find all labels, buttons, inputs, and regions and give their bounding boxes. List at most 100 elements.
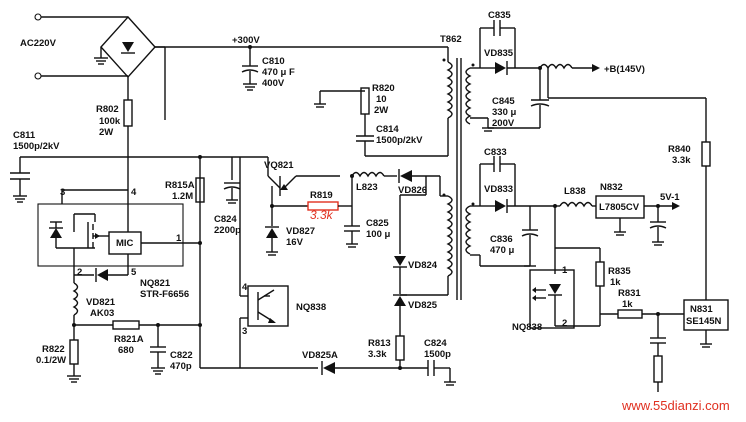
r822-value: 0.1/2W	[36, 355, 67, 366]
r840-name: R840	[668, 144, 691, 155]
c810-value: 470 μ F	[262, 67, 295, 78]
l838-label: L838	[564, 186, 586, 197]
r822-section	[67, 275, 200, 383]
c836-name: C836	[490, 234, 513, 245]
r821a-value: 680	[118, 345, 134, 356]
c822-name: C822	[170, 350, 193, 361]
c825-value: 100 μ	[366, 229, 391, 240]
l823-label: L823	[356, 182, 378, 193]
vd821-diode	[74, 268, 128, 282]
n831-name: N831	[690, 304, 713, 315]
transformer-t862	[442, 58, 475, 300]
pin1-label: 1	[176, 233, 182, 244]
vd825a-label: VD825A	[302, 350, 338, 361]
c824-value: 2200p	[214, 225, 241, 236]
r813-name: R813	[368, 338, 391, 349]
nq838-right-label: NQ838	[512, 322, 543, 333]
c814-name: C814	[376, 124, 399, 135]
r835-name: R835	[608, 266, 631, 277]
watermark: www.55dianzi.com	[622, 398, 730, 413]
vd824-label: VD824	[408, 260, 438, 271]
nq838-right-pin2: 2	[562, 318, 568, 329]
ac-input	[34, 13, 128, 80]
c845-value: 330 μ	[492, 107, 517, 118]
r840-line	[547, 68, 711, 300]
n831-part: SE145N	[686, 316, 722, 327]
r802-value: 100k	[99, 116, 121, 127]
r815a-value: 1.2M	[172, 191, 194, 202]
c822-value: 470p	[170, 361, 192, 372]
r813-value: 3.3k	[368, 349, 387, 360]
bplus-label: +B(145V)	[604, 64, 645, 75]
nq838-left-label: NQ838	[296, 302, 327, 313]
nq838-left-pin3: 3	[242, 326, 248, 337]
r831-value: 1k	[622, 299, 633, 310]
c811-name: C811	[13, 130, 36, 141]
nq821-block	[37, 189, 200, 275]
feedback-bus	[198, 157, 400, 375]
c810-voltage: 400V	[262, 78, 285, 89]
vd827-value: 16V	[286, 237, 303, 248]
r821a-name: R821A	[114, 334, 144, 345]
vd821-part: AK03	[90, 308, 115, 319]
nq838-right	[529, 206, 684, 392]
vd835-section	[470, 20, 600, 132]
c845-voltage: 200V	[492, 118, 515, 129]
c836-value: 470 μ	[490, 245, 515, 256]
c824b-value: 1500p	[424, 349, 451, 360]
c825-name: C825	[366, 218, 389, 229]
vd833-section	[470, 156, 680, 267]
r815a-section	[128, 155, 268, 204]
nq838-left	[239, 157, 289, 330]
t862-label: T862	[440, 34, 462, 45]
c814-value: 1500p/2kV	[376, 135, 423, 146]
c824-name: C824	[214, 214, 237, 225]
rail-300v-label: +300V	[232, 35, 260, 46]
r815a-name: R815A	[165, 180, 195, 191]
r831-name: R831	[618, 288, 641, 299]
c833-label: C833	[484, 147, 507, 158]
vd825-label: VD825	[408, 300, 438, 311]
r822-name: R822	[42, 344, 65, 355]
c811-value: 1500p/2kV	[13, 141, 60, 152]
vq821-label: VQ821	[264, 160, 294, 171]
r820-c814	[314, 87, 449, 157]
r835-value: 1k	[610, 277, 621, 288]
nq838-right-pin1: 1	[562, 265, 568, 276]
r802-resistor	[123, 77, 133, 190]
ac-input-label: AC220V	[20, 38, 56, 49]
r802-power: 2W	[99, 127, 114, 138]
c835-label: C835	[488, 10, 511, 21]
c824b-name: C824	[424, 338, 447, 349]
c845-name: C845	[492, 96, 515, 107]
r820-name: R820	[372, 83, 395, 94]
r840-value: 3.3k	[672, 155, 691, 166]
r802-name: R802	[96, 104, 119, 115]
c810-capacitor	[241, 47, 259, 91]
n831-block	[683, 299, 729, 348]
l823-vd826	[344, 169, 448, 248]
mic-label: MIC	[116, 238, 134, 249]
vd835-label: VD835	[484, 48, 514, 59]
pin5-label: 5	[131, 267, 137, 278]
nq821-name: NQ821	[140, 278, 171, 289]
n832-label: N832	[600, 182, 623, 193]
l7805-label: L7805CV	[599, 202, 640, 213]
pin3-label: 3	[60, 187, 66, 198]
r820-power: 2W	[374, 105, 389, 116]
vd824-vd825	[393, 176, 456, 386]
c810-name: C810	[262, 56, 285, 67]
pin4-label: 4	[131, 187, 137, 198]
nq821-part: STR-F6656	[140, 289, 190, 300]
r819-value: 3.3k	[310, 208, 333, 222]
vd826-label: VD826	[398, 185, 428, 196]
c822-capacitor	[150, 323, 166, 375]
vd827-name: VD827	[286, 226, 316, 237]
nq838-left-pin4: 4	[242, 282, 248, 293]
r820-value: 10	[376, 94, 387, 105]
c811-capacitor	[10, 156, 128, 203]
vq821-section	[265, 157, 352, 256]
vd833-label: VD833	[484, 184, 514, 195]
